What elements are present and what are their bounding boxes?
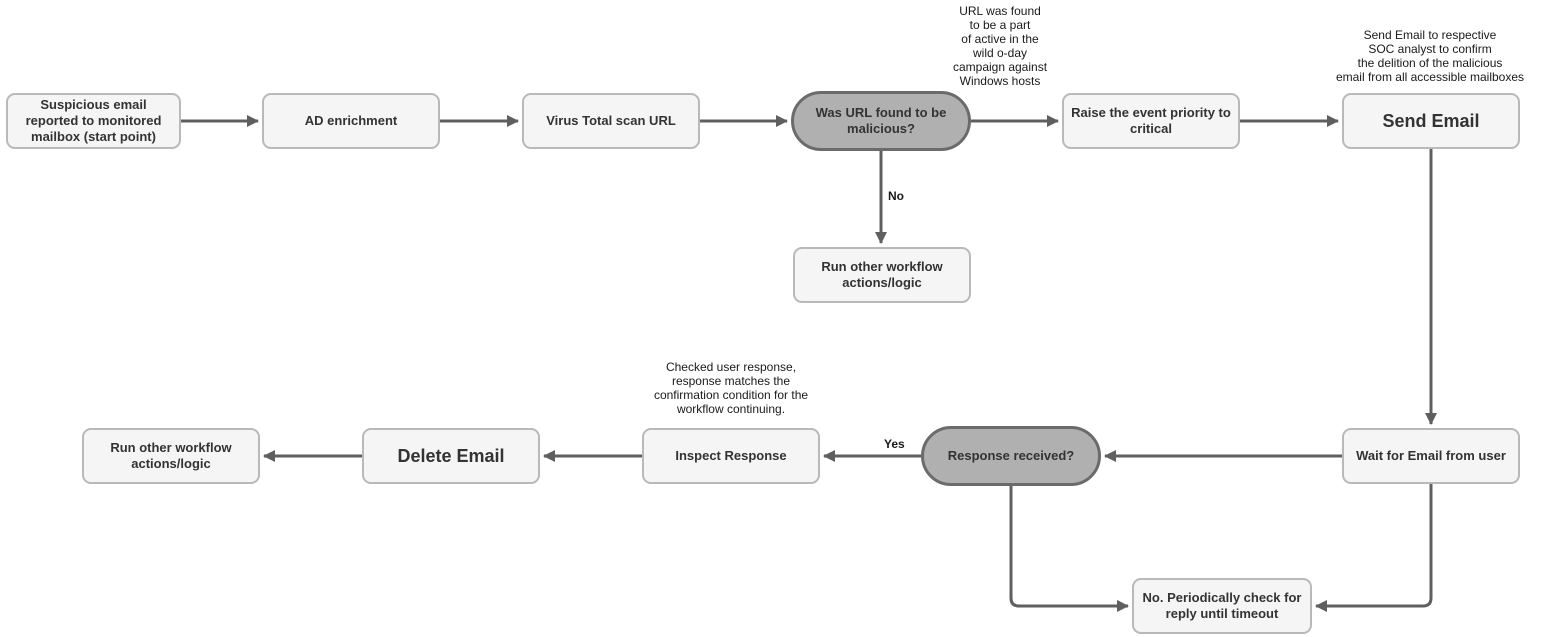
node-run-other-workflow-bottom[interactable]: Run other workflow actions/logic — [82, 428, 260, 484]
edge-decision2-to-periodic — [1009, 486, 1129, 612]
decision-response-received[interactable]: Response received? — [921, 426, 1101, 486]
edge-wait-to-periodic — [1315, 484, 1433, 612]
node-raise-priority[interactable]: Raise the event priority to critical — [1062, 93, 1240, 149]
annotation-response-note: Checked user response, response matches … — [653, 360, 809, 416]
node-wait-for-email[interactable]: Wait for Email from user — [1342, 428, 1520, 484]
node-virus-total-scan[interactable]: Virus Total scan URL — [522, 93, 700, 149]
annotation-campaign-note: URL was found to be a part of active in … — [952, 4, 1048, 88]
annotation-send-email-note: Send Email to respective SOC analyst to … — [1335, 28, 1525, 84]
decision-url-malicious[interactable]: Was URL found to be malicious? — [791, 91, 971, 151]
edge-label-yes: Yes — [884, 437, 905, 451]
node-send-email[interactable]: Send Email — [1342, 93, 1520, 149]
node-ad-enrichment[interactable]: AD enrichment — [262, 93, 440, 149]
edge-label-no: No — [888, 189, 904, 203]
node-periodic-check[interactable]: No. Periodically check for reply until t… — [1132, 578, 1312, 634]
node-inspect-response[interactable]: Inspect Response — [642, 428, 820, 484]
node-run-other-workflow-top[interactable]: Run other workflow actions/logic — [793, 247, 971, 303]
node-start[interactable]: Suspicious email reported to monitored m… — [6, 93, 181, 149]
node-delete-email[interactable]: Delete Email — [362, 428, 540, 484]
